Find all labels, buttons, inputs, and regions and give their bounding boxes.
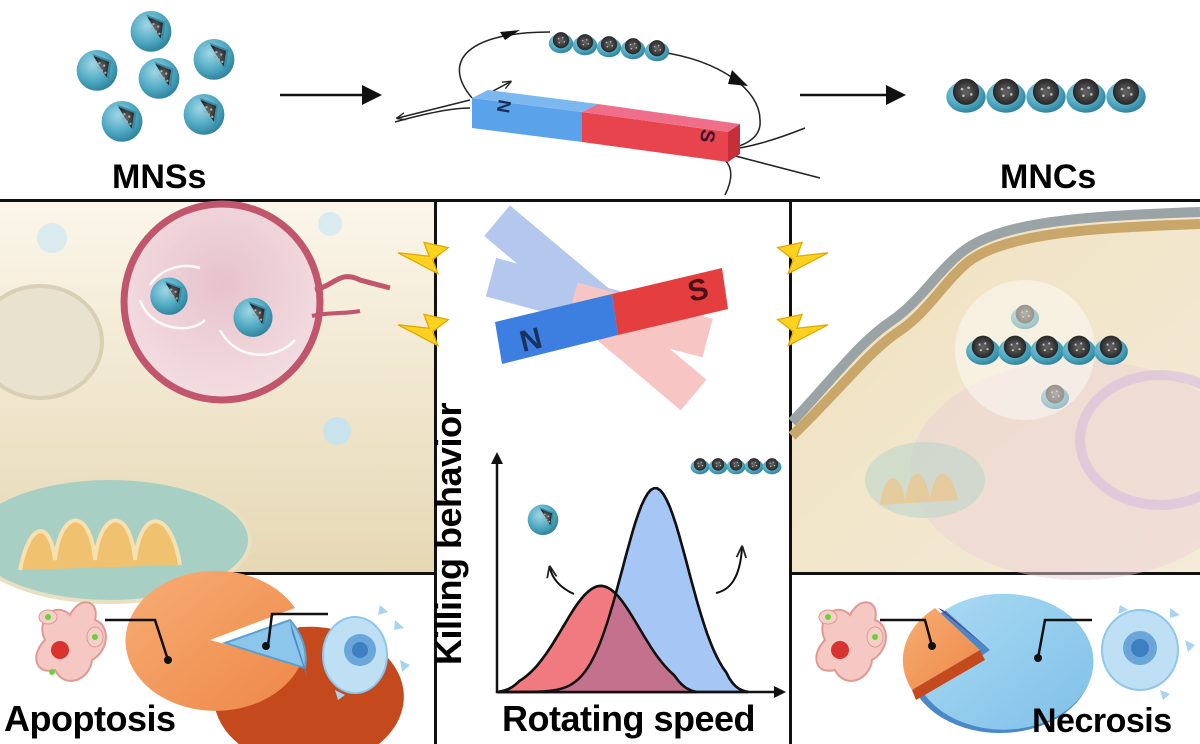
divider-right-bottom <box>790 572 1200 575</box>
divider-right <box>789 199 792 744</box>
vesicle-icon <box>318 212 342 236</box>
mns-cluster <box>76 11 235 142</box>
rotating-chain-icon <box>690 458 782 475</box>
curved-arrow-icon <box>715 548 742 594</box>
apoptosis-pie-panel <box>35 570 410 744</box>
endosome-icon <box>120 200 324 404</box>
series-overlap-area <box>497 594 697 692</box>
nanoparticle-icon <box>233 297 273 337</box>
bar-magnet: N S <box>472 90 740 162</box>
apoptotic-cell-icon <box>35 601 107 682</box>
right-cell-panel <box>788 202 1200 580</box>
series-line-mnss <box>496 584 697 694</box>
pie-slice-apoptosis <box>902 608 980 690</box>
left-cell-panel <box>0 200 434 604</box>
killing-behavior-chart <box>491 452 786 698</box>
pie-slice-apoptosis <box>125 570 300 711</box>
field-arrow-icon <box>500 30 520 40</box>
chart-axes <box>495 458 778 694</box>
nanoparticle-icon <box>193 39 235 80</box>
divider-left <box>434 199 437 744</box>
chart-y-axis-label: Killing behavior <box>428 402 469 665</box>
nanoparticle-icon <box>150 277 188 315</box>
pie-slice-necrosis <box>925 593 1094 730</box>
single-nanoparticle-icon <box>527 504 559 536</box>
magnetic-field-lines <box>394 31 821 196</box>
magnet-north-label: N <box>493 98 515 114</box>
nanoparticle-icon <box>138 58 180 99</box>
mnss-label: MNSs <box>112 158 207 196</box>
necrosis-pie-panel <box>815 593 1195 733</box>
nanoparticle-icon <box>183 94 225 135</box>
nanoparticle-icon <box>130 11 172 52</box>
apoptosis-label: Apoptosis <box>4 698 176 739</box>
mnc-chain-top <box>548 32 670 62</box>
rotating-magnets: N S <box>484 205 728 411</box>
chart-x-axis-label: Rotating speed <box>502 698 756 739</box>
divider-top <box>0 199 1200 202</box>
mitochondria-icon <box>865 442 985 518</box>
magnet-south-label: S <box>695 127 719 144</box>
vesicle-icon <box>323 417 351 445</box>
vesicle-icon <box>37 223 67 253</box>
necrotic-cell-icon <box>322 605 410 700</box>
necrotic-cell-icon <box>1101 605 1195 700</box>
nanoparticle-icon <box>76 50 118 91</box>
apoptotic-cell-icon <box>815 601 887 682</box>
mnc-chain <box>946 78 1146 113</box>
nucleus-icon <box>910 360 1200 580</box>
y-axis-arrow-icon <box>491 452 503 464</box>
mncs-label: MNCs <box>1000 158 1097 196</box>
necrosis-label: Necrosis <box>1032 702 1172 740</box>
x-axis-arrow-icon <box>774 686 786 698</box>
nanoparticle-icon <box>101 101 143 142</box>
organelle-icon <box>0 284 104 400</box>
curved-arrow-icon <box>550 568 575 595</box>
field-arrow-icon <box>728 70 748 86</box>
